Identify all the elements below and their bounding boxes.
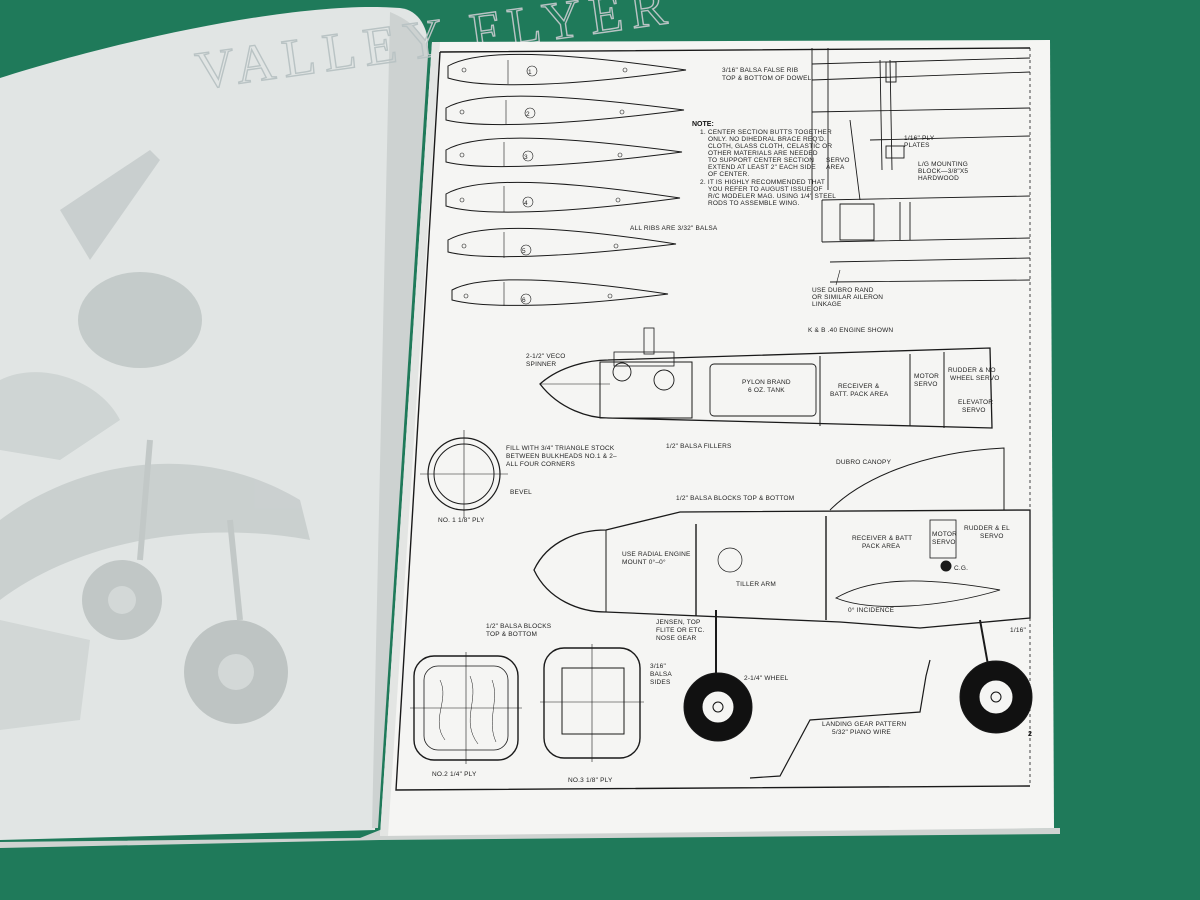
balsa-fillers-label: 1/2" BALSA FILLERS: [666, 443, 732, 450]
motor-servo-side-label: MOTOR: [932, 531, 957, 538]
gear-pattern-label-2: 5/32" PIANO WIRE: [832, 729, 891, 736]
mounting-block-label-3: HARDWOOD: [918, 175, 959, 182]
nose-gear-label-3: NOSE GEAR: [656, 635, 697, 642]
spinner-label: 2-1/2" VECO: [526, 353, 566, 360]
plan-labels: 1 2 3 4 5 6 ALL RIBS ARE 3/32" BALSA 3/1…: [432, 67, 1032, 784]
tank-label-2: 6 OZ. TANK: [748, 387, 785, 394]
rudder-el-label-2: SERVO: [980, 533, 1004, 540]
fill-note-3: ALL FOUR CORNERS: [506, 461, 576, 468]
nose-gear-label-2: FLITE OR ETC.: [656, 627, 704, 634]
cg-label: C.G.: [954, 565, 968, 572]
rib-number-5: 5: [522, 248, 526, 255]
aileron-note: USE DUBRO RAND: [812, 287, 874, 294]
bulkhead-3-label: NO.3 1/8" PLY: [568, 777, 613, 784]
balsa-blocks-side-label: 1/2" BALSA BLOCKS TOP & BOTTOM: [676, 495, 794, 502]
ply-plates-label-2: PLATES: [904, 142, 930, 149]
rudder-wheel-label: RUDDER & NO: [948, 367, 996, 374]
incidence-label: 0° INCIDENCE: [848, 606, 895, 614]
bulkhead-3: [540, 644, 644, 762]
page-number: 2: [1028, 731, 1032, 738]
aileron-note-3: LINKAGE: [812, 301, 842, 308]
wing-ribs: [445, 53, 687, 306]
fuselage-side-view: [533, 447, 1031, 677]
receiver-top-label: RECEIVER &: [838, 383, 880, 390]
ply-plates-label: 1/16" PLY: [904, 135, 935, 142]
rib-number-4: 4: [524, 200, 528, 207]
note-line: CLOTH, GLASS CLOTH, CELASTIC OR: [708, 143, 832, 150]
gear-pattern-label: LANDING GEAR PATTERN: [822, 721, 906, 728]
bevel-label: BEVEL: [510, 489, 532, 496]
page-stack-edge: [0, 828, 1060, 848]
note-line: EXTEND AT LEAST 2" EACH SIDE: [708, 164, 816, 171]
rib-number-1: 1: [528, 69, 532, 76]
aileron-note-2: OR SIMILAR AILERON: [812, 294, 883, 301]
bulkhead-1: [420, 430, 508, 518]
left-page: VALLEY FLYER: [0, 0, 679, 840]
main-wheel: [959, 660, 1033, 734]
notes-list: 1. CENTER SECTION BUTTS TOGETHER ONLY. N…: [700, 129, 836, 207]
elevator-label: ELEVATOR: [958, 399, 993, 406]
wing-panel-detail: [811, 48, 1031, 286]
note-line: 1. CENTER SECTION BUTTS TOGETHER: [700, 129, 832, 136]
fuselage-top-view: [539, 327, 993, 429]
note-line: R/C MODELER MAG. USING 1/4" STEEL: [708, 193, 836, 200]
note-line: OF CENTER.: [708, 171, 749, 178]
plan-drawing: [395, 47, 1033, 791]
note-line: YOU REFER TO AUGUST ISSUE OF: [708, 186, 823, 193]
note-line: TO SUPPORT CENTER SECTION: [708, 157, 814, 164]
motor-servo-side-label-2: SERVO: [932, 539, 956, 546]
rib-number-6: 6: [522, 297, 526, 304]
rib-number-2: 2: [526, 111, 530, 118]
radial-mount-label-2: MOUNT 0°–0°: [622, 558, 666, 566]
blocks-label-2: TOP & BOTTOM: [486, 631, 537, 638]
fill-note-2: BETWEEN BULKHEADS NO.1 & 2–: [506, 453, 617, 460]
landing-gear-pattern: [749, 659, 931, 779]
elevator-label-2: SERVO: [962, 407, 986, 414]
note-line: ONLY. NO DIHEDRAL BRACE REQ'D.: [708, 136, 826, 143]
wheel-label: 2-1/4" WHEEL: [744, 675, 789, 682]
radial-mount-label: USE RADIAL ENGINE: [622, 551, 691, 558]
note-line: 2. IT IS HIGHLY RECOMMENDED THAT: [700, 179, 825, 186]
bulkhead-2-label: NO.2 1/4" PLY: [432, 771, 477, 778]
faded-aircraft-photo: [0, 150, 310, 730]
receiver-top-label-2: BATT. PACK AREA: [830, 391, 889, 398]
rib-number-3: 3: [524, 154, 528, 161]
mounting-block-label: L/G MOUNTING: [918, 161, 968, 168]
nose-wheel: [683, 672, 753, 742]
nose-gear-label: JENSEN, TOP: [656, 619, 701, 626]
balsa-sides-label-3: SIDES: [650, 679, 671, 686]
fill-note: FILL WITH 3/4" TRIANGLE STOCK: [506, 445, 615, 452]
balsa-sides-label: 3/16": [650, 663, 666, 670]
engine-shown-label: K & B .40 ENGINE SHOWN: [808, 327, 893, 334]
false-rib-note: 3/16" BALSA FALSE RIB: [722, 67, 798, 74]
false-rib-note-2: TOP & BOTTOM OF DOWEL: [722, 75, 812, 82]
receiver-side-label-2: PACK AREA: [862, 543, 901, 550]
rudder-el-label: RUDDER & EL: [964, 525, 1010, 532]
servo-area-label-2: AREA: [826, 164, 845, 171]
ribs-note: ALL RIBS ARE 3/32" BALSA: [630, 225, 718, 232]
sixteenth-label: 1/16": [1010, 627, 1026, 634]
balsa-sides-label-2: BALSA: [650, 671, 672, 678]
receiver-side-label: RECEIVER & BATT: [852, 535, 912, 542]
tiller-arm-label: TILLER ARM: [736, 581, 776, 588]
spinner-label-2: SPINNER: [526, 361, 556, 368]
note-line: OTHER MATERIALS ARE NEEDED: [708, 150, 818, 157]
right-page: [380, 40, 1054, 836]
bulkhead-2: [410, 652, 522, 764]
tank-label: PYLON BRAND: [742, 379, 791, 386]
motor-servo-top-label-2: SERVO: [914, 381, 938, 388]
blocks-label: 1/2" BALSA BLOCKS: [486, 623, 552, 630]
note-line: RODS TO ASSEMBLE WING.: [708, 200, 800, 207]
rudder-wheel-label-2: WHEEL SERVO: [950, 375, 1000, 382]
servo-area-label: SERVO: [826, 157, 850, 164]
motor-servo-top-label: MOTOR: [914, 373, 939, 380]
note-heading: NOTE:: [692, 121, 714, 128]
dubro-canopy-label: DUBRO CANOPY: [836, 459, 892, 466]
mounting-block-label-2: BLOCK—3/8"X5: [918, 168, 968, 175]
bulkhead-1-label: NO. 1 1/8" PLY: [438, 517, 485, 524]
